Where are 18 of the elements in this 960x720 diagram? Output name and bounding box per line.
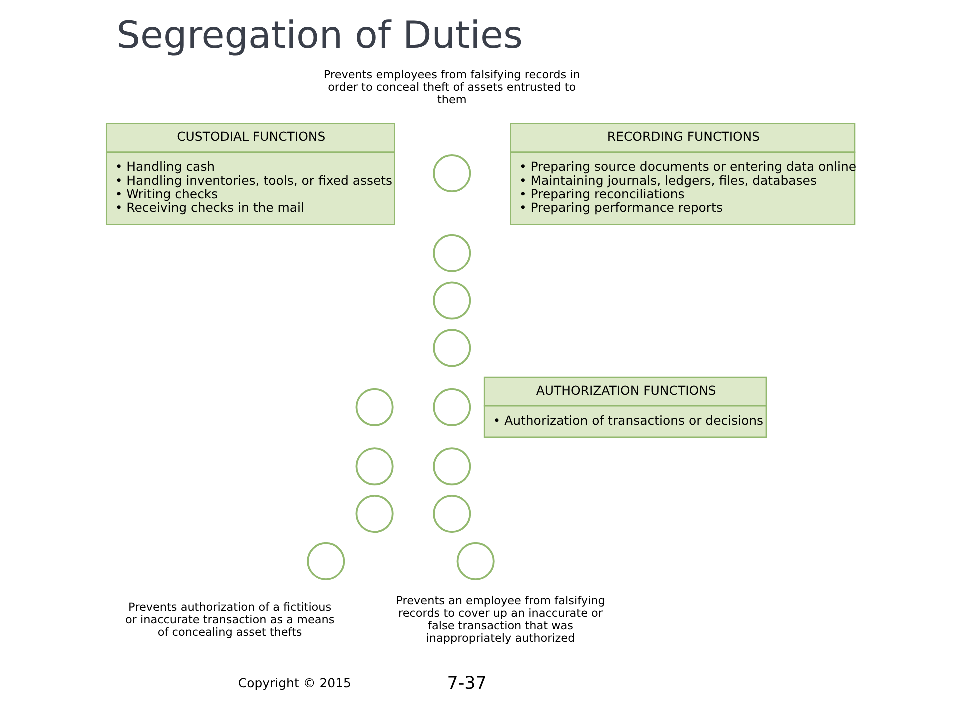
node-circle: [432, 495, 471, 534]
node-circle: [432, 448, 471, 486]
node-circle: [432, 282, 471, 320]
node-circle: [432, 234, 471, 272]
node-circle: [306, 542, 345, 580]
label: 7-37: [446, 674, 486, 694]
label: Prevents an employee from falsifying records to cover up an inaccurate or false transaction that was inappropriately authorized: [396, 594, 605, 646]
node-circle: [432, 329, 471, 368]
diagram-title: Segregation of Duties: [116, 13, 523, 58]
node-circle: [355, 495, 394, 534]
node-circle: [355, 448, 394, 486]
node-circle: [432, 388, 471, 426]
node-circle: [432, 154, 471, 193]
node-circle: [355, 388, 394, 426]
label: Prevents employees from falsifying records in order to conceal theft of assets entrusted to them: [323, 68, 580, 106]
label: Prevents authorization of a fictitious or inaccurate transaction as a means of concealing asset thefts: [124, 600, 334, 639]
label: Copyright © 2015: [238, 675, 351, 690]
node-circle: [456, 542, 494, 580]
